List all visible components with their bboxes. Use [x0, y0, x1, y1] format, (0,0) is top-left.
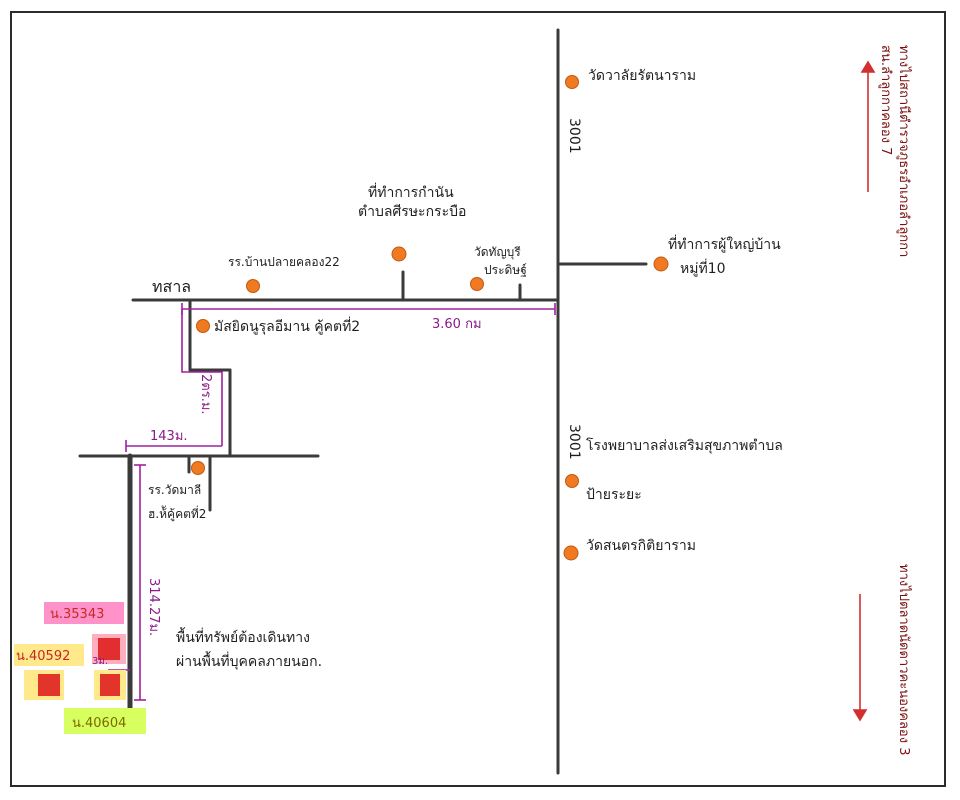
distance-to-market: 3.60 กม [432, 317, 482, 332]
parcel-red-2 [38, 674, 60, 696]
parcel-label-1: น.35343 [50, 607, 104, 622]
road-number-upper: 3001 [566, 118, 582, 154]
parcel-label-2: น.40592 [16, 649, 70, 664]
distance-small: 3ม. [92, 656, 108, 667]
orange-dot-icon [565, 474, 579, 488]
label-direction-north-2: สน.ลำลูกกาคลอง 7 [878, 45, 893, 155]
dist-line-connector [181, 309, 223, 446]
map-frame [10, 11, 946, 787]
label-headman-1: ที่ทำการผู้ใหญ่บ้าน [668, 235, 781, 253]
orange-dot-icon [653, 256, 669, 272]
distance-vertical-long: 314.27ม. [146, 578, 161, 636]
label-wat-north: วัดวาลัยรัตนาราม [588, 68, 696, 84]
label-mosque: มัสยิดนูรุลอีมาน คู้คตที่2 [214, 317, 360, 335]
parcel-label-bg-1 [44, 602, 124, 624]
road-number-lower: 3001 [566, 424, 582, 460]
landmark-dots [191, 75, 669, 561]
label-headman-2: หมู่ที่10 [680, 259, 726, 277]
parcels [14, 602, 146, 734]
label-wat-tanya-1: วัดทัญบุรี [474, 245, 521, 260]
distance-horizontal: 143ม. [150, 429, 188, 444]
label-office-1: ที่ทำการกำนัน [368, 183, 454, 201]
arrow-head-north [860, 60, 876, 73]
roads [78, 28, 648, 775]
parcel-label-3: น.40604 [72, 716, 126, 731]
label-school-22: รร.บ้านปลายคลอง22 [228, 255, 340, 269]
label-office-2: ตำบลศีรษะกระบือ [358, 204, 466, 220]
market-label: ทสาล [152, 277, 191, 296]
parcel-label-bg-2 [14, 644, 84, 666]
label-wat-tanya-2: ประดิษฐ์ [484, 263, 527, 277]
orange-dot-icon [196, 319, 210, 333]
label-hospital-2: ป้ายระยะ [586, 487, 642, 503]
orange-dot-icon [563, 545, 579, 561]
label-property-1: พื้นที่ทรัพย์ต้องเดินทาง [176, 627, 310, 646]
label-wat-south: วัดสนตรกิติยาราม [586, 538, 696, 554]
orange-dot-icon [565, 75, 579, 89]
orange-dot-icon [470, 277, 484, 291]
parcel-label-bg-3 [64, 708, 146, 734]
orange-dot-icon [191, 461, 205, 475]
parcel-red-3 [100, 674, 120, 696]
label-direction-north-1: ทางไปสถานีตำรวจภูธรอำเภอลำลูกกา [896, 45, 912, 257]
label-property-2: ผ่านพื้นที่บุคคลภายนอก. [176, 651, 322, 670]
label-school-ku-2: ฮ.ห้ัคู้คตที่2 [148, 505, 206, 522]
label-hospital-1: โรงพยาบาลส่งเสริมสุขภาพตำบล [586, 437, 783, 454]
orange-dot-icon [246, 279, 260, 293]
orange-dot-icon [391, 246, 407, 262]
direction-arrows [852, 60, 876, 722]
label-direction-south-1: ทางไปตลาดนัดดาวคะนองคลอง 3 [896, 564, 912, 755]
distance-vertical-short: 2ตร.ม. [198, 374, 213, 415]
parcel-red-1 [98, 638, 120, 660]
arrow-head-south [852, 709, 868, 722]
labels: ทสาล 3001 3001 วัดวาลัยรัตนาราม ที่ทำการ… [16, 45, 912, 755]
label-school-ku-1: รร.วัดมาลี [148, 483, 201, 497]
